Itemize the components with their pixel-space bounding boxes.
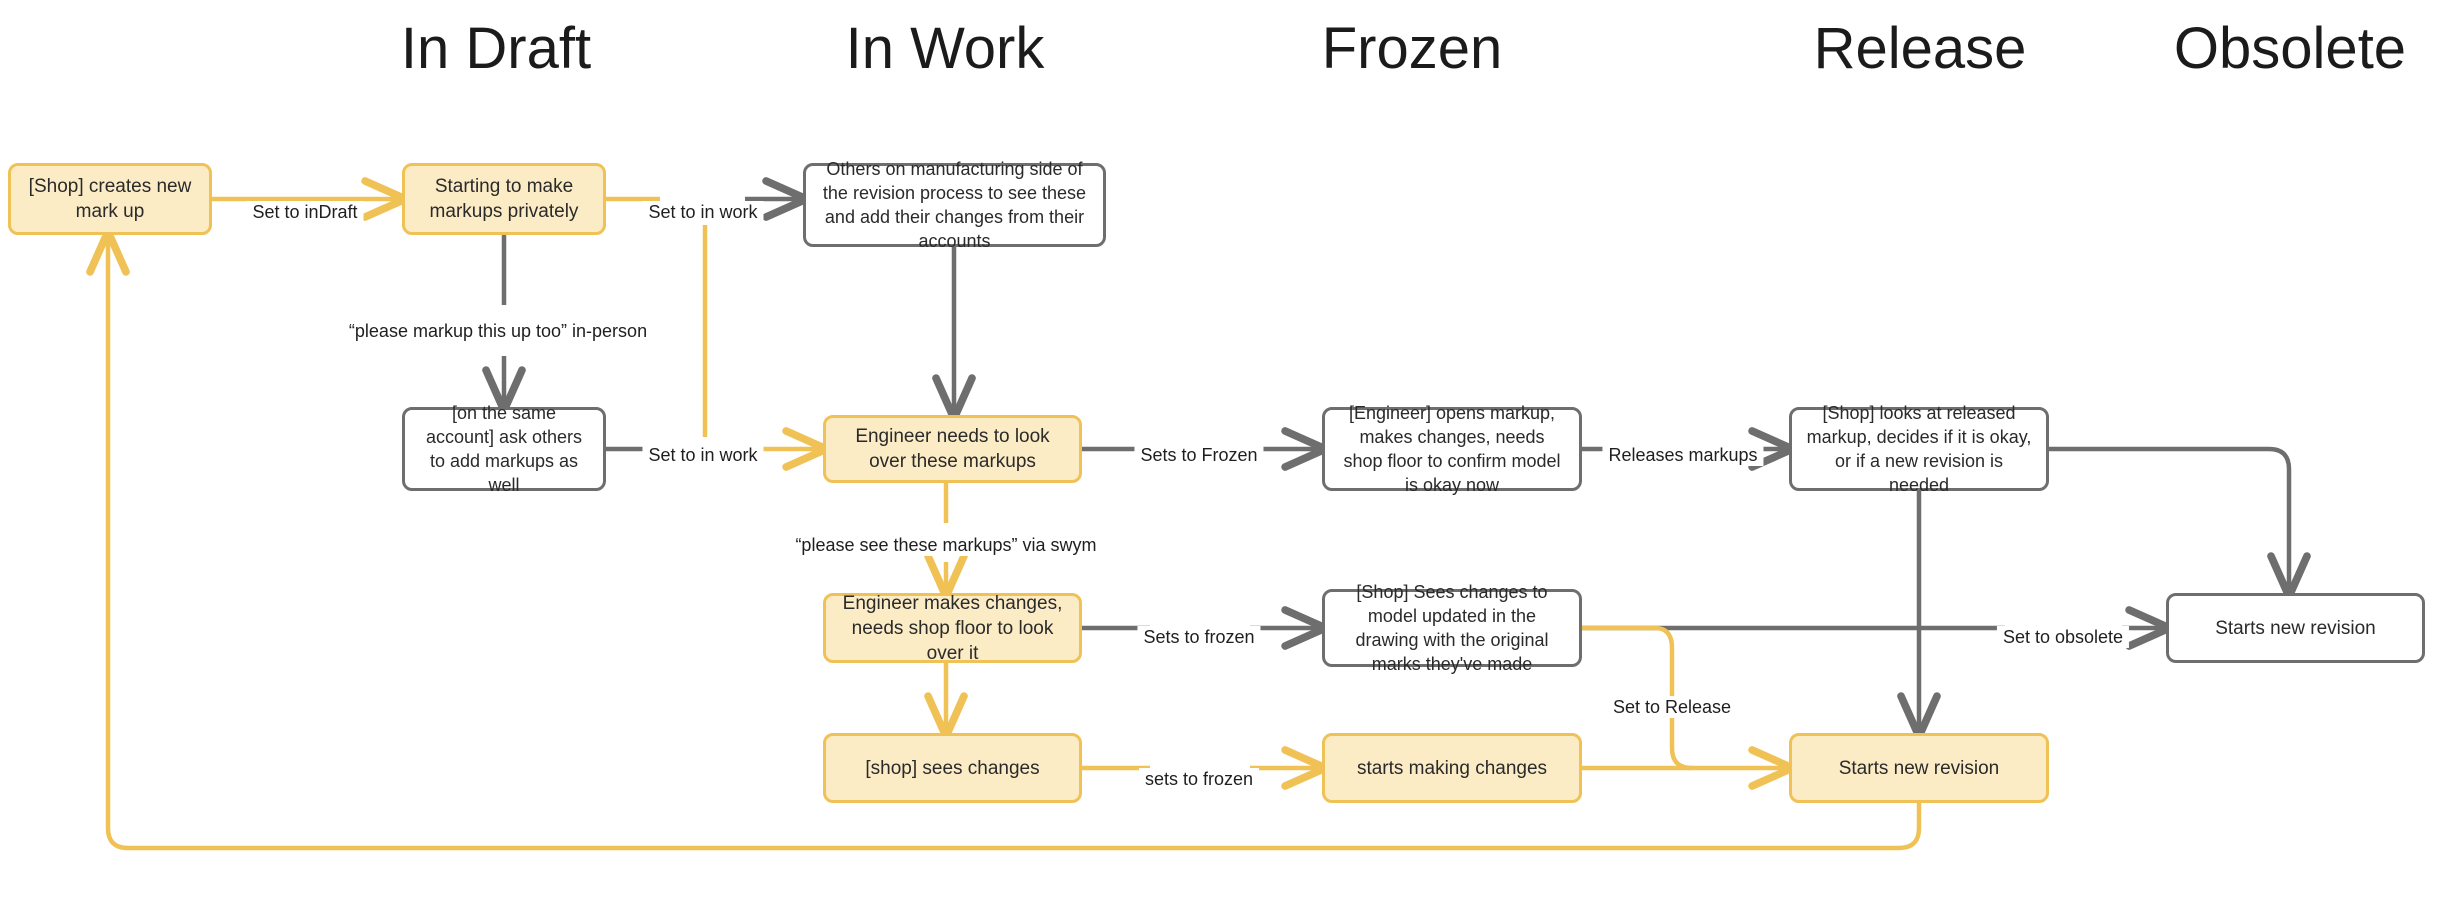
node-same-account-ask-others[interactable]: [on the same account] ask others to add …	[402, 403, 606, 495]
edge-label-set-to-in-work-mid: Set to in work	[642, 444, 764, 466]
edge-label-set-to-indraft: Set to inDraft	[246, 201, 364, 223]
edge-label-sets-to-frozen-mid: Sets to frozen	[1137, 626, 1261, 648]
node-engineer-needs-to-look-over-markups[interactable]: Engineer needs to look over these markup…	[823, 415, 1082, 483]
edge-label-sets-to-frozen-upper: Sets to Frozen	[1134, 444, 1264, 466]
node-label: [on the same account] ask others to add …	[425, 403, 583, 495]
node-label: Starts new revision	[2215, 617, 2376, 639]
edge-label-sets-to-frozen-lower: sets to frozen	[1138, 768, 1260, 790]
edge-label-please-markup-this-up-too: “please markup this up too” in-person	[342, 320, 654, 342]
node-shop-creates-new-markup[interactable]: [Shop] creates new mark up	[8, 163, 212, 235]
node-label: Starting to make markups privately	[429, 176, 579, 222]
node-starting-to-make-markups-privately[interactable]: Starting to make markups privately	[402, 163, 606, 235]
node-label: [Shop] looks at released markup, decides…	[1806, 403, 2032, 495]
column-header-frozen: Frozen	[1321, 16, 1503, 81]
edge-label-set-to-obsolete: Set to obsolete	[1996, 626, 2130, 648]
node-label: Engineer makes changes, needs shop floor…	[842, 592, 1063, 664]
column-header-in-work: In Work	[845, 16, 1045, 81]
edge-label-releases-markups: Releases markups	[1602, 444, 1764, 466]
edge-label-set-to-release: Set to Release	[1606, 696, 1738, 718]
column-header-in-draft: In Draft	[400, 16, 592, 81]
node-others-on-manufacturing-side[interactable]: Others on manufacturing side of the revi…	[803, 159, 1106, 251]
edge-label-set-to-in-work-top: Set to in work	[642, 201, 764, 223]
column-header-obsolete: Obsolete	[2173, 16, 2407, 81]
node-starts-new-revision-release[interactable]: Starts new revision	[1789, 733, 2049, 803]
node-label: [shop] sees changes	[865, 757, 1040, 779]
node-label: starts making changes	[1356, 757, 1548, 779]
node-label: [Shop] Sees changes to model updated in …	[1355, 582, 1549, 674]
node-shop-sees-changes-to-model[interactable]: [Shop] Sees changes to model updated in …	[1322, 582, 1582, 674]
node-label: Engineer needs to look over these markup…	[855, 426, 1050, 472]
edge-label-please-see-these-markups: “please see these markups” via swym	[789, 534, 1103, 556]
node-shop-sees-changes[interactable]: [shop] sees changes	[823, 733, 1082, 803]
node-engineer-makes-changes[interactable]: Engineer makes changes, needs shop floor…	[823, 592, 1082, 664]
node-label: Others on manufacturing side of the revi…	[822, 159, 1087, 251]
node-label: Starts new revision	[1838, 757, 2000, 779]
node-label: [Shop] creates new mark up	[28, 176, 192, 222]
node-shop-looks-at-released-markup[interactable]: [Shop] looks at released markup, decides…	[1789, 403, 2049, 495]
node-engineer-opens-markup[interactable]: [Engineer] opens markup, makes changes, …	[1322, 403, 1582, 495]
node-label: [Engineer] opens markup, makes changes, …	[1343, 403, 1561, 495]
column-header-release: Release	[1813, 16, 2027, 81]
node-starts-new-revision-obsolete[interactable]: Starts new revision	[2166, 593, 2425, 663]
node-starts-making-changes[interactable]: starts making changes	[1322, 733, 1582, 803]
